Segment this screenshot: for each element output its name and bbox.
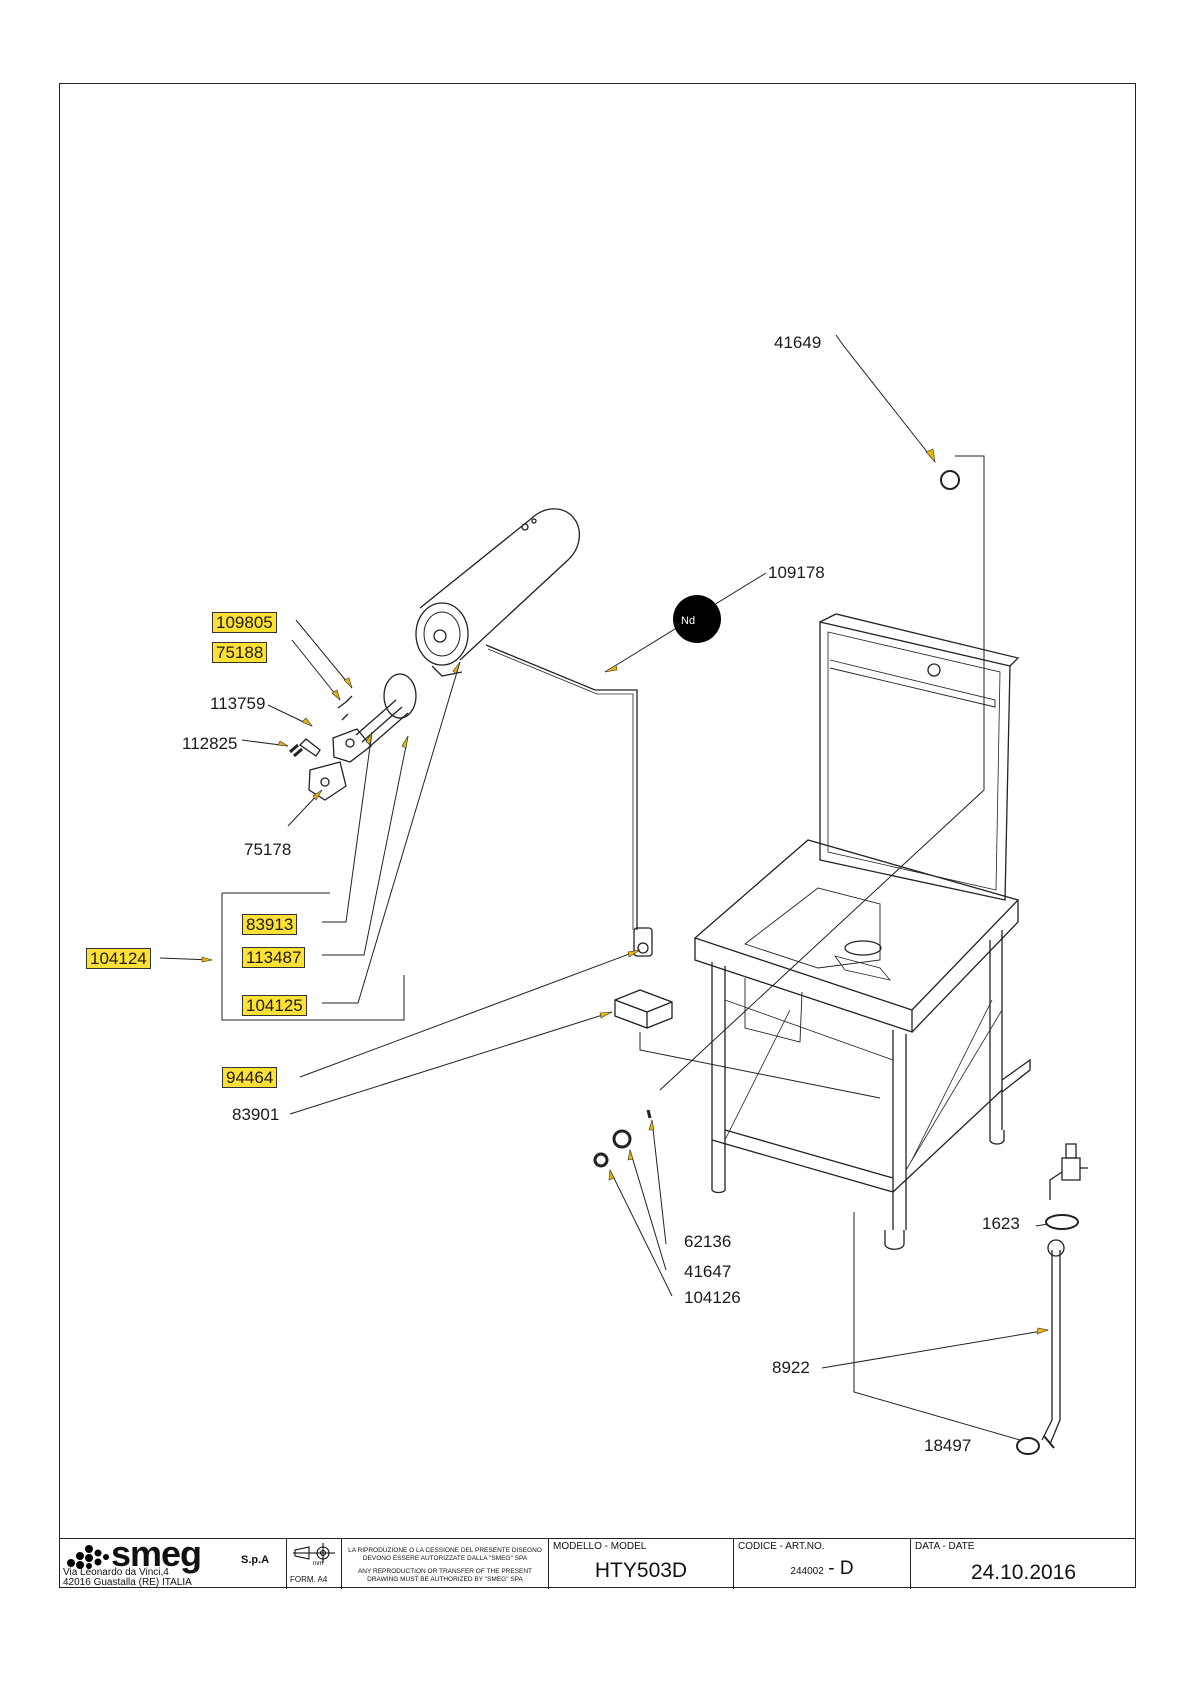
part-label-83901: 83901 [232,1105,280,1124]
address-line-2: 42016 Guastalla (RE) ITALIA [63,1577,192,1588]
nd-marker-label: Nd [681,615,696,627]
part-label-113487: 113487 [242,947,306,968]
boiler-pipe [485,644,638,930]
part-label-104124: 104124 [86,948,151,969]
part-label-104126: 104126 [684,1288,741,1307]
part-label-75178: 75178 [244,840,292,859]
projection-cell: mm FORM. A4 [287,1539,342,1589]
dishwasher-cabinet [693,613,1031,1250]
date-cell: DATA - DATE 24.10.2016 [911,1539,1136,1589]
part-label-1623: 1623 [982,1214,1020,1233]
format-label: FORM. A4 [290,1575,328,1584]
part-label-8922: 8922 [772,1358,810,1377]
part-label-94464: 94464 [222,1067,278,1088]
part-label-104125: 104125 [242,995,307,1016]
part-label-112825: 112825 [182,734,238,753]
title-block: smeg S.p.A Via Leonardo da Vinci,4 42016… [59,1533,1136,1589]
model-cell: MODELLO - MODEL HTY503D [549,1539,734,1589]
pressure-switch [633,927,653,957]
washer-small [593,1152,609,1168]
heating-element-assembly [289,673,417,801]
part-label-62136: 62136 [684,1232,732,1251]
unit-label: mm [313,1561,323,1567]
date-caption: DATA - DATE [915,1541,975,1552]
code-value: 244002 [790,1566,824,1577]
part-label-109805: 109805 [212,612,277,633]
projection-symbol-icon [293,1543,335,1563]
drawing-frame [59,83,1136,1588]
brand-suffix: S.p.A [241,1554,270,1566]
part-label-75188: 75188 [212,642,268,663]
small-pin [646,1109,652,1119]
hose-end-gasket [1016,1437,1040,1455]
junction-box [614,989,673,1029]
part-label-41647: 41647 [684,1262,732,1281]
inlet-hose [1041,1250,1061,1445]
notice-italian: LA RIPRODUZIONE O LA CESSIONE DEL PRESEN… [348,1547,542,1562]
date-value: 24.10.2016 [970,1561,1077,1584]
notice-english: ANY REPRODUCTION OR TRANSFER OF THE PRES… [357,1568,533,1583]
notice-cell: LA RIPRODUZIONE O LA CESSIONE DEL PRESEN… [342,1539,549,1589]
part-label-41649: 41649 [774,333,822,352]
code-caption: CODICE - ART.NO. [738,1541,825,1552]
model-caption: MODELLO - MODEL [553,1541,647,1552]
hose-gasket [1045,1214,1079,1230]
washer-large [612,1129,632,1149]
brand-logo: smeg [111,1533,202,1574]
smeg-logo-dots-icon [67,1545,109,1569]
top-nut [940,470,960,490]
address-line-1: Via Leonardo da Vinci,4 [63,1567,169,1578]
part-label-109178: 109178 [768,563,825,582]
boiler-cylinder [415,508,580,677]
part-label-18497: 18497 [924,1436,972,1455]
code-cell: CODICE - ART.NO. 244002 - D [734,1539,911,1589]
company-cell: smeg S.p.A Via Leonardo da Vinci,4 42016… [59,1533,287,1589]
model-value: HTY503D [594,1559,688,1582]
part-label-113759: 113759 [210,694,266,713]
water-tap [1049,1143,1088,1200]
nd-marker [673,595,721,643]
part-label-83913: 83913 [242,914,298,935]
code-revision: - D [828,1558,854,1579]
